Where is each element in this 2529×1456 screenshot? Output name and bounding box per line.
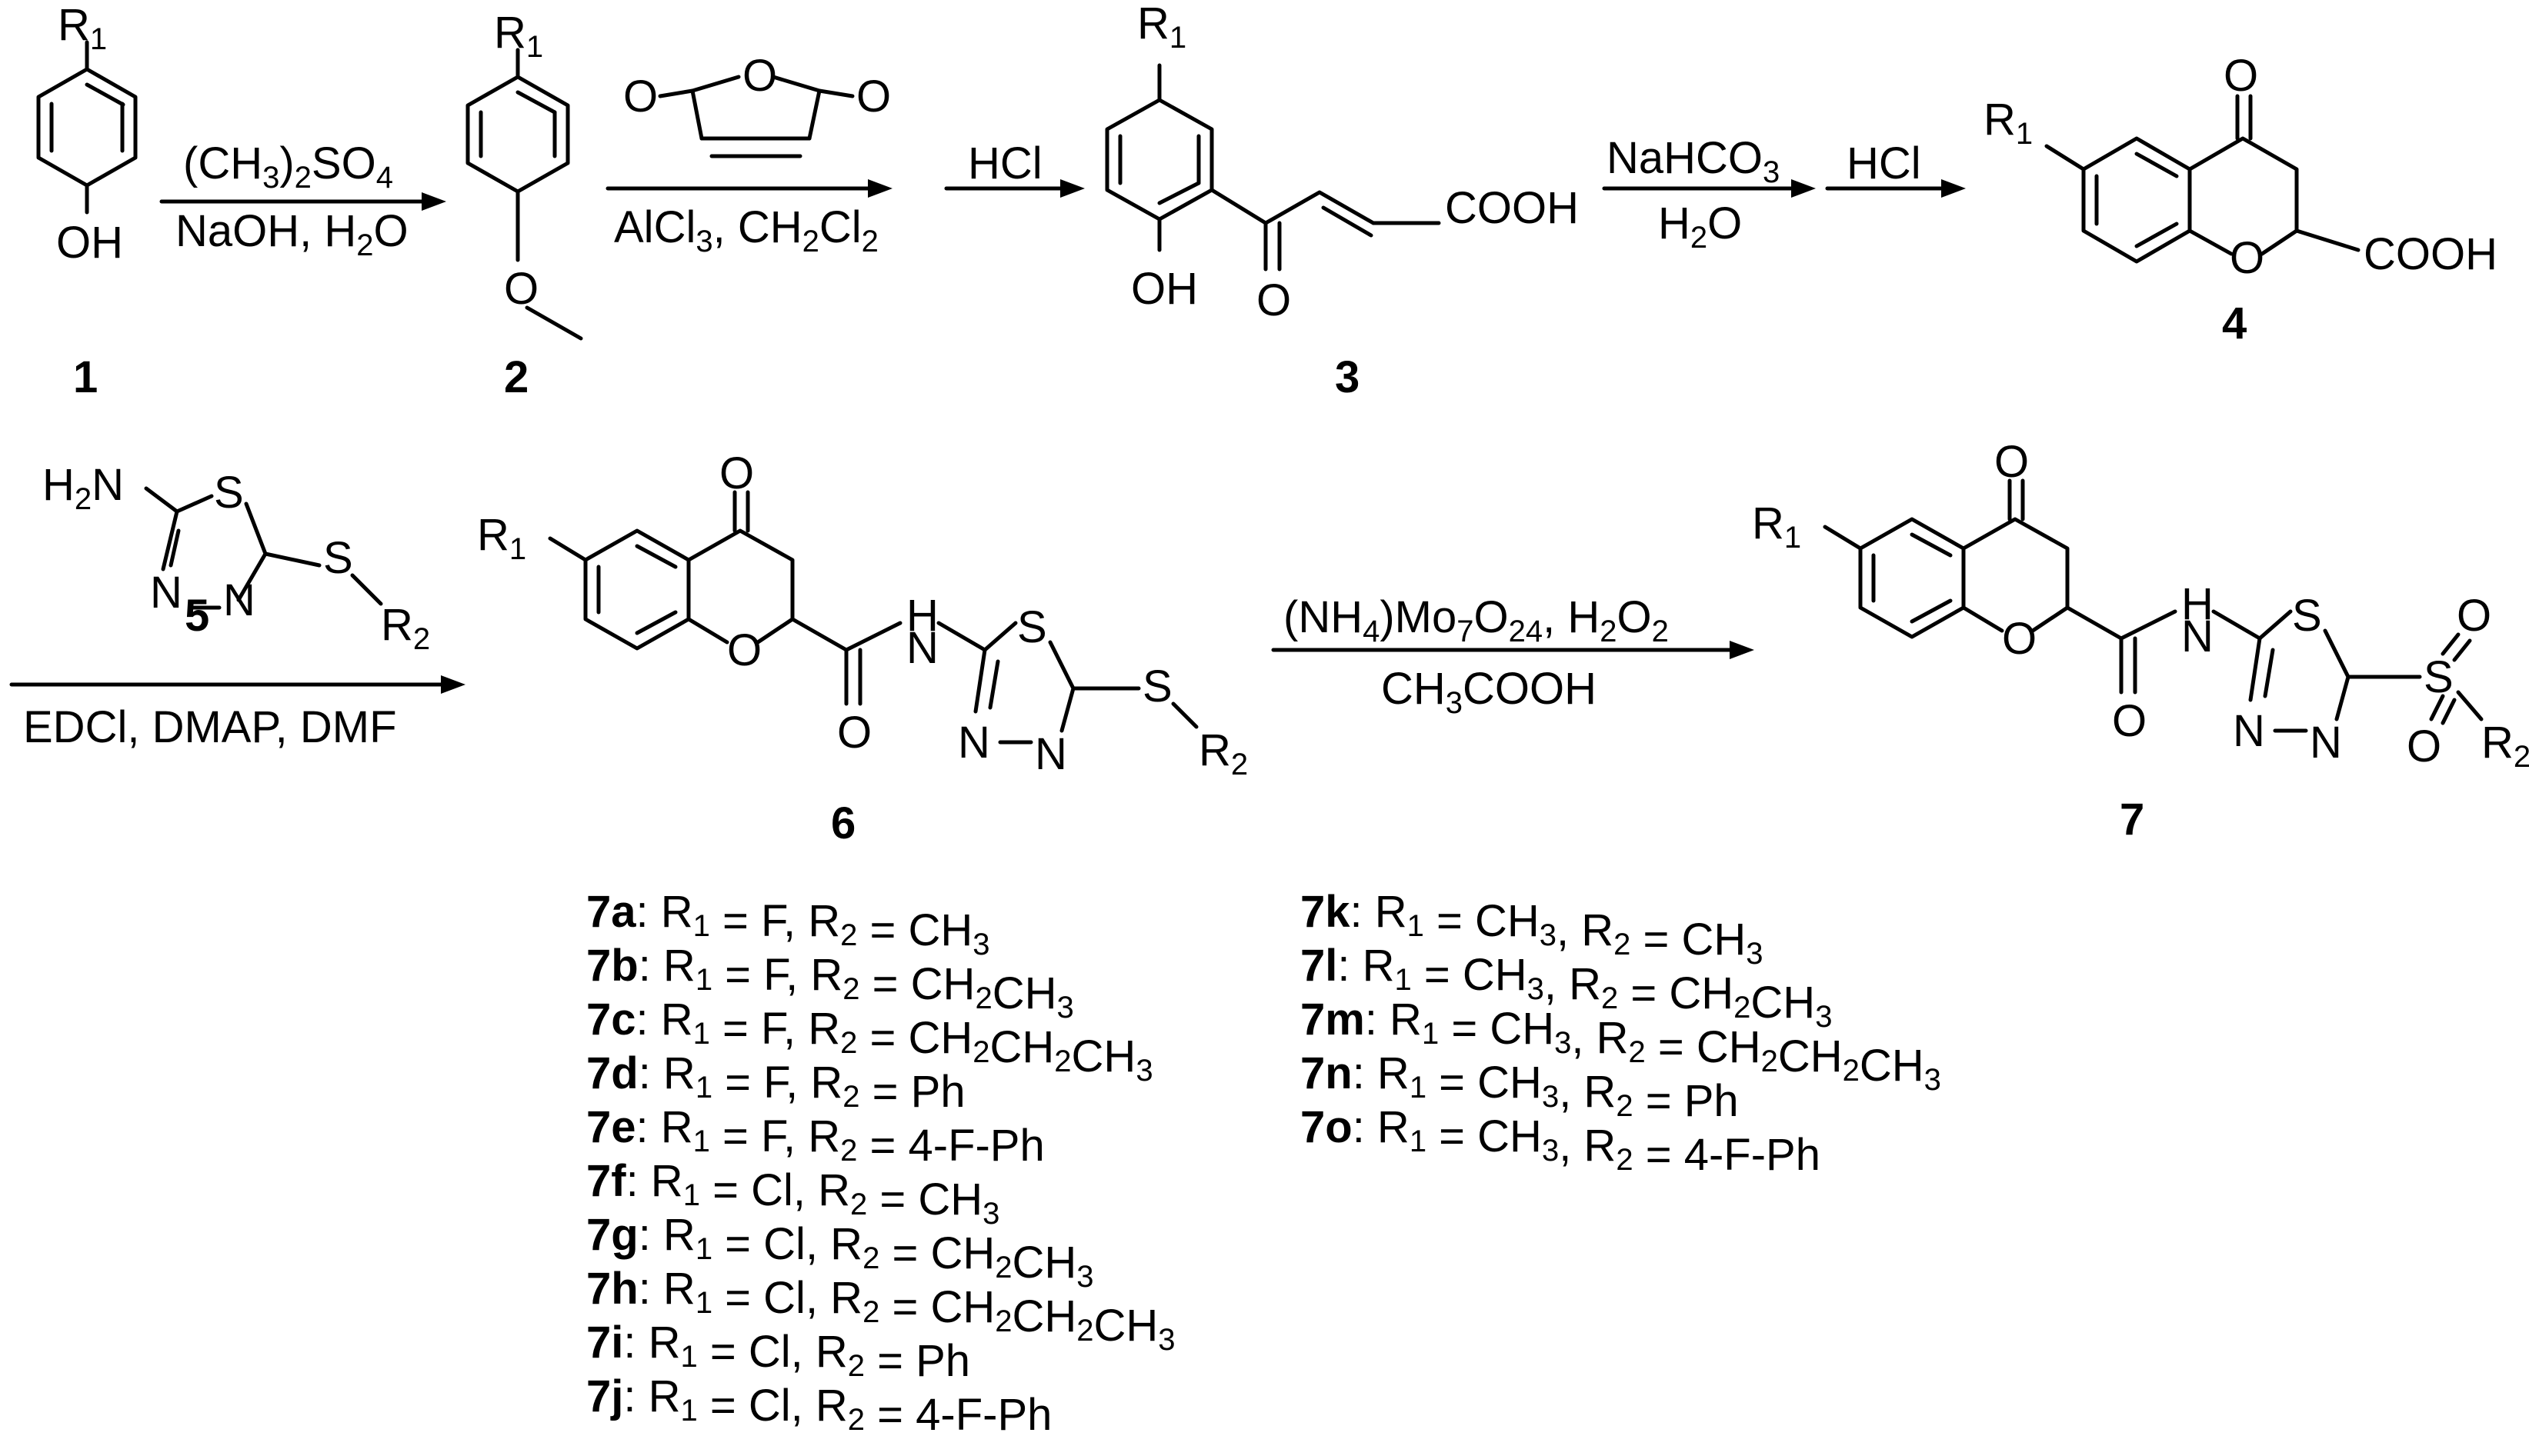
thiadiazole-s-label: S — [214, 468, 244, 518]
step-1-reagent-bottom: NaOH, H2O — [175, 206, 409, 262]
compound-4-label: 4 — [2222, 298, 2247, 348]
amide-nh-h-label: H — [2181, 579, 2214, 629]
substituent-row-7l: 7l: R1 = CH3, R2 = CH2CH3 — [1300, 941, 1832, 1034]
step-1-reagent-top: (CH3)2SO4 — [183, 138, 393, 195]
arrowhead-step-3b — [1941, 179, 1966, 198]
compound-6-structure: S S O O R1 O H N N N R2 — [477, 448, 1248, 781]
substituent-row-7f: 7f: R1 = Cl, R2 = CH3 — [586, 1156, 999, 1231]
compound-4-structure: O O R1 COOH — [1983, 51, 2497, 283]
ring-o-label: O — [727, 625, 762, 675]
thiadiazole-n1-label: N — [2233, 706, 2265, 756]
substituent-row-7b: 7b: R1 = F, R2 = CH2CH3 — [586, 941, 1074, 1025]
ketone-o-label: O — [719, 448, 754, 498]
r1-label: R1 — [1752, 498, 1801, 555]
thiadiazole-n2-label: N — [2310, 718, 2342, 768]
ring-o-label: O — [2002, 614, 2037, 664]
step-2-reagent-bottom: AlCl3, CH2Cl2 — [614, 202, 879, 258]
amide-o-label: O — [837, 708, 872, 758]
oh-label: OH — [56, 218, 123, 268]
compound-6-label: 6 — [831, 798, 856, 848]
r1-label: R1 — [58, 0, 107, 56]
cooh-label: COOH — [1445, 183, 1579, 233]
step-2b-reagent: HCl — [968, 138, 1043, 188]
r1-label: R1 — [1137, 0, 1186, 55]
cooh-label: COOH — [2364, 229, 2497, 279]
compound-3-label: 3 — [1335, 352, 1360, 402]
r2-label: R2 — [1199, 725, 1248, 781]
r1-label: R1 — [477, 510, 526, 566]
substituent-row-7m: 7m: R1 = CH3, R2 = CH2CH2CH3 — [1300, 995, 1941, 1097]
compound-5-structure: H2N S N N S R2 — [42, 460, 430, 656]
step-5-reagent-top: (NH4)Mo7O24, H2O2 — [1283, 592, 1669, 648]
substituent-row-7k: 7k: R1 = CH3, R2 = CH3 — [1300, 887, 1763, 971]
thiadiazole-n1-label: N — [150, 568, 182, 618]
step-4-reagent-bottom: EDCl, DMAP, DMF — [23, 702, 397, 752]
compound-5-label: 5 — [185, 591, 209, 641]
arrowhead-step-3 — [1791, 179, 1816, 198]
arrowhead-step-4 — [441, 675, 465, 694]
r2-label: R2 — [381, 600, 430, 656]
substituent-row-7g: 7g: R1 = Cl, R2 = CH2CH3 — [586, 1210, 1094, 1294]
substituent-row-7c: 7c: R1 = F, R2 = CH2CH2CH3 — [586, 995, 1153, 1088]
ketone-o-label: O — [1256, 275, 1291, 325]
arrowhead-step-1 — [422, 192, 446, 211]
sulfonyl-o1-label: O — [2457, 591, 2491, 641]
arrowhead-step-2b — [1060, 179, 1085, 198]
substituent-row-7j: 7j: R1 = Cl, R2 = 4-F-Ph — [586, 1371, 1052, 1440]
substituent-row-7e: 7e: R1 = F, R2 = 4-F-Ph — [586, 1102, 1045, 1171]
amide-nh-h-label: H — [906, 591, 939, 641]
step-5-reagent-bottom: CH3COOH — [1381, 664, 1596, 720]
amino-label: H2N — [42, 460, 124, 516]
amide-n-label: N — [2181, 611, 2214, 661]
substituent-row-7h: 7h: R1 = Cl, R2 = CH2CH2CH3 — [586, 1264, 1176, 1357]
r1-label: R1 — [1983, 95, 2033, 151]
ketone-o-label: O — [2224, 51, 2258, 101]
substituent-row-7i: 7i: R1 = Cl, R2 = Ph — [586, 1318, 970, 1386]
compound-1-structure: R1 OH — [36, 0, 138, 268]
compound-1-label: 1 — [73, 352, 98, 402]
carbonyl-o-right: O — [856, 72, 891, 122]
thioether-s-label: S — [323, 533, 353, 583]
methoxy-o-label: O — [504, 264, 539, 314]
amide-n-label: N — [906, 623, 939, 673]
arrowhead-step-5 — [1730, 641, 1754, 659]
ketone-o-label: O — [1994, 437, 2029, 487]
compound-7-structure: S S O O R2 O O R1 O H N N N — [1752, 437, 2529, 774]
substituent-row-7d: 7d: R1 = F, R2 = Ph — [586, 1048, 966, 1117]
ring-o-label: O — [2230, 233, 2264, 283]
compound-2-structure: R1 O — [465, 8, 583, 341]
r2-label: R2 — [2481, 718, 2529, 774]
substituent-row-7o: 7o: R1 = CH3, R2 = 4-F-Ph — [1300, 1102, 1820, 1180]
arrowhead-step-2 — [868, 179, 892, 198]
compound-2-label: 2 — [504, 352, 529, 402]
step-3b-reagent: HCl — [1847, 138, 1921, 188]
step-3-reagent-bottom: H2O — [1658, 198, 1742, 255]
thiadiazole-n2-label: N — [1035, 729, 1067, 779]
substituent-row-7a: 7a: R1 = F, R2 = CH3 — [586, 887, 990, 961]
sulfonyl-o2-label: O — [2407, 721, 2441, 771]
carbonyl-o-left: O — [623, 72, 658, 122]
compound-3-structure: R1 OH O COOH — [1105, 0, 1579, 325]
thioether-s-label: S — [1143, 661, 1173, 711]
substituent-row-7n: 7n: R1 = CH3, R2 = Ph — [1300, 1048, 1739, 1126]
step-3-reagent-top: NaHCO3 — [1606, 133, 1780, 189]
amide-o-label: O — [2112, 696, 2147, 746]
thiadiazole-n1-label: N — [958, 718, 990, 768]
compound-7-label: 7 — [2120, 795, 2144, 845]
maleic-anhydride-structure: O O O — [623, 51, 891, 158]
r1-label: R1 — [494, 8, 543, 64]
thiadiazole-n2-label: N — [223, 575, 255, 625]
oh-label: OH — [1131, 264, 1198, 314]
thiadiazole-s-label: S — [1017, 602, 1047, 652]
sulfonyl-s-label: S — [2424, 652, 2454, 702]
anhydride-o-label: O — [742, 51, 777, 101]
thiadiazole-s-label: S — [2292, 591, 2322, 641]
